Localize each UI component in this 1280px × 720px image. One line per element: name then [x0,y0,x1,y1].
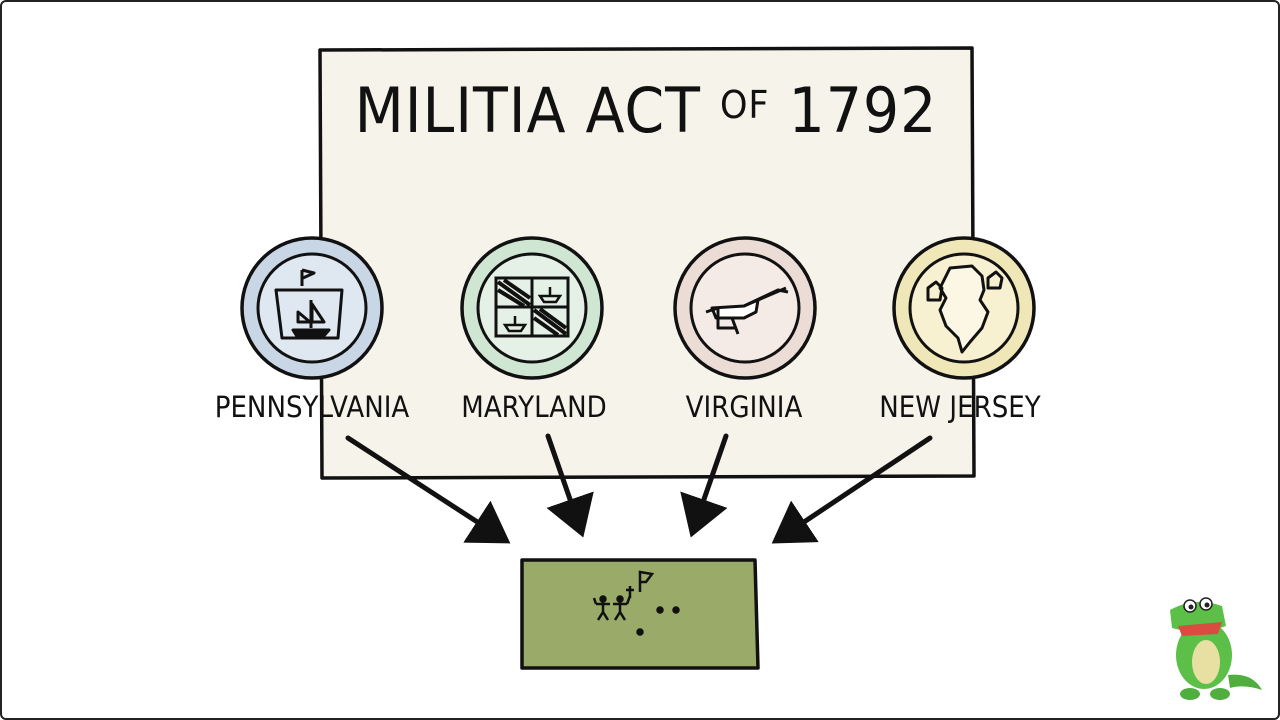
ship-keystone-icon [274,268,344,340]
arrow-pennsylvania [345,435,511,544]
page-title: MILITIA ACT OF 1792 [344,74,948,147]
crocodile-mascot-icon [1170,597,1262,700]
seal-new-jersey [892,236,1036,380]
state-label-new-jersey: NEW JERSEY [879,390,1041,424]
arrow-new-jersey [771,435,933,544]
arrow-virginia [680,433,729,538]
state-label-virginia: VIRGINIA [685,390,803,424]
seal-maryland [460,236,604,380]
plow-icon [705,286,789,335]
nj-map-icon [926,264,1004,354]
maryland-flag-icon [494,276,570,338]
arrows [345,433,933,544]
state-label-pennsylvania: PENNSYLVANIA [214,390,410,424]
militia-soldiers-flag-icon [592,570,680,636]
militia-target-box [520,558,760,670]
state-label-maryland: MARYLAND [461,390,607,424]
title-of: OF [719,83,770,127]
title-year: 1792 [788,74,938,147]
title-main: MILITIA ACT [354,74,701,147]
seal-virginia [673,236,817,380]
seal-pennsylvania [240,236,384,380]
arrow-maryland [545,433,594,538]
